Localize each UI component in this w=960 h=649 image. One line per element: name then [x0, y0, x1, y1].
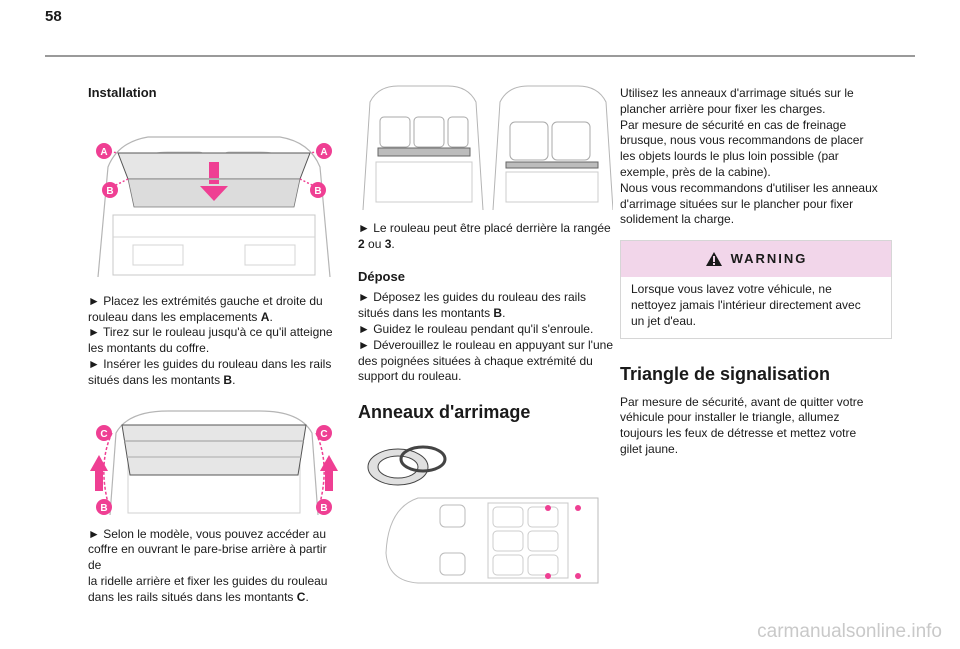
text-line: toujours les feux de détresse et mettez …	[620, 426, 857, 441]
text-line: Utilisez les anneaux d'arrimage situés s…	[620, 86, 854, 100]
warning-box: WARNING Lorsque vous lavez votre véhicul…	[620, 240, 892, 339]
text-line: brusque, nous vous recommandons de place…	[620, 133, 864, 148]
rear-window-access-figure: C C B B	[90, 409, 338, 515]
warning-body: Lorsque vous lavez votre véhicule, ne ne…	[621, 277, 891, 337]
step-line: ► Insérer les guides du rouleau dans les…	[88, 356, 332, 371]
text-line: d'arrimage situées sur le plancher pour …	[620, 196, 854, 211]
step-line: situés dans les montants B.	[88, 372, 236, 387]
text-line: Par mesure de sécurité, avant de quitter…	[620, 394, 864, 409]
header-rule	[45, 55, 915, 57]
column-1: Installation A A B B ► Placez les extrém…	[88, 80, 340, 606]
step-line: ► Tirez sur le rouleau jusqu'à ce qu'il …	[88, 325, 333, 340]
step-line: ► Selon le modèle, vous pouvez accéder a…	[88, 526, 327, 541]
watermark-footer: carmanualsonline.info	[757, 621, 942, 642]
text-line: nettoyez jamais l'intérieur directement …	[631, 297, 861, 312]
step-line: coffre en ouvrant le pare-brise arrière …	[88, 542, 327, 573]
ring-detail	[367, 445, 447, 486]
column-3: Utilisez les anneaux d'arrimage situés s…	[620, 80, 892, 458]
text-line: gilet jaune.	[620, 441, 679, 456]
vehicle-top-view	[385, 497, 599, 584]
text-line: les objets lourds le plus loin possible …	[620, 149, 839, 164]
step-line: 2 ou 3.	[358, 236, 395, 251]
text-line: exemple, près de la cabine).	[620, 164, 771, 179]
step-line: situés dans les montants B.	[358, 306, 506, 321]
row-position-text: ► Le rouleau peut être placé derrière la…	[358, 221, 613, 253]
label-b-left: B	[100, 503, 107, 514]
depose-heading: Dépose	[358, 268, 405, 284]
label-a-right: A	[320, 147, 327, 158]
text-line: un jet d'eau.	[631, 313, 697, 328]
step-line: dans les rails situés dans les montants …	[88, 589, 309, 604]
step-line: support du rouleau.	[358, 369, 462, 384]
row-2-view	[362, 85, 484, 211]
column-2: ► Le rouleau peut être placé derrière la…	[358, 80, 613, 588]
installation-steps: ► Placez les extrémités gauche et droite…	[88, 294, 340, 389]
installation-heading: Installation	[88, 85, 157, 100]
access-steps: ► Selon le modèle, vous pouvez accéder a…	[88, 527, 340, 606]
label-c-right: C	[320, 429, 327, 440]
step-line: la ridelle arrière et fixer les guides d…	[88, 573, 328, 588]
step-line: les montants du coffre.	[88, 341, 210, 356]
anneaux-intro: Utilisez les anneaux d'arrimage situés s…	[620, 86, 892, 228]
warning-header: WARNING	[621, 241, 891, 278]
text-line: Lorsque vous lavez votre véhicule, ne	[631, 282, 832, 297]
label-c-left: C	[100, 429, 107, 440]
warning-title: WARNING	[730, 251, 808, 267]
text-line: véhicule pour installer le triangle, all…	[620, 410, 840, 425]
seat-row-position-figure	[362, 85, 613, 211]
anneaux-heading: Anneaux d'arrimage	[358, 402, 531, 423]
text-line: plancher arrière pour fixer les charges.	[620, 101, 826, 116]
triangle-text: Par mesure de sécurité, avant de quitter…	[620, 395, 892, 458]
warning-triangle-icon	[705, 252, 722, 267]
step-line: rouleau dans les emplacements A.	[88, 309, 273, 324]
tie-down-rings-figure	[367, 445, 599, 584]
step-line: ► Déverouillez le rouleau en appuyant su…	[358, 337, 613, 352]
step-line: ► Déposez les guides du rouleau des rail…	[358, 290, 587, 305]
trunk-cover-installation-figure: A A B B	[96, 136, 332, 277]
text-line: Nous vous recommandons d'utiliser les an…	[620, 180, 878, 195]
label-a-left: A	[100, 147, 107, 158]
step-line: ► Le rouleau peut être placé derrière la…	[358, 221, 611, 235]
page-number: 58	[45, 8, 62, 25]
depose-steps: ► Déposez les guides du rouleau des rail…	[358, 290, 613, 385]
row-3-view	[492, 85, 613, 211]
text-line: solidement la charge.	[620, 212, 735, 227]
step-line: ► Placez les extrémités gauche et droite…	[88, 293, 323, 308]
triangle-heading: Triangle de signalisation	[620, 363, 831, 384]
step-line: des poignées situées à chaque extrémité …	[358, 353, 593, 368]
text-line: Par mesure de sécurité en cas de freinag…	[620, 117, 847, 132]
label-b-left: B	[106, 186, 113, 197]
label-b-right: B	[314, 186, 321, 197]
label-b-right: B	[320, 503, 327, 514]
step-line: ► Guidez le rouleau pendant qu'il s'enro…	[358, 321, 594, 336]
